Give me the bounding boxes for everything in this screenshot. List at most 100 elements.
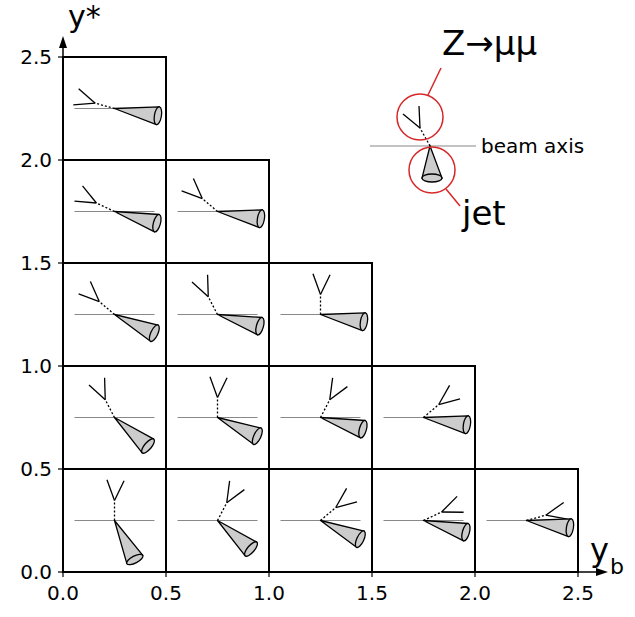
tick-label: 2.5	[20, 47, 52, 67]
tick-label: 1.5	[20, 253, 52, 273]
bin-cell	[269, 366, 372, 469]
bin-cell	[166, 469, 269, 572]
muon-track	[210, 377, 218, 398]
callout-label: Z→μμ	[442, 26, 537, 60]
x-tick	[62, 572, 63, 577]
bin-cell	[269, 469, 372, 572]
jet-cone-end	[140, 437, 157, 455]
bin-cell	[63, 160, 166, 263]
jet-cone-end	[357, 420, 369, 439]
z-boson-line	[114, 501, 115, 521]
z-boson-line	[202, 199, 217, 212]
muon-track	[227, 481, 230, 503]
bin-cell	[166, 366, 269, 469]
bin-cell	[166, 160, 269, 263]
z-boson-line	[208, 297, 217, 315]
muon-track	[546, 502, 564, 515]
beam-axis-line	[370, 145, 476, 146]
z-boson-line	[217, 398, 218, 418]
jet-cone-end	[250, 427, 264, 446]
y-axis-arrowhead	[59, 36, 67, 48]
axis-title: y*	[68, 2, 101, 32]
z-boson-line	[424, 512, 442, 521]
jet-cone-end	[353, 530, 367, 549]
bin-cell	[269, 263, 372, 366]
muon-track	[227, 490, 245, 503]
jet-leader-line	[446, 189, 460, 206]
z-boson-line	[99, 302, 114, 315]
x-tick	[268, 572, 269, 577]
axis-subscript: b	[610, 556, 624, 578]
z-boson-line	[420, 128, 430, 146]
z-boson-line	[320, 295, 321, 315]
z-boson-line	[321, 400, 330, 418]
jet-cone	[115, 107, 160, 125]
muon-track	[74, 201, 96, 203]
y-tick	[58, 365, 63, 366]
tick-label: 2.0	[20, 150, 52, 170]
muon-track	[313, 274, 321, 295]
x-axis	[63, 571, 600, 573]
tick-label: 2.0	[459, 583, 491, 603]
z-boson-line	[218, 503, 227, 521]
bin-cell	[63, 366, 166, 469]
muon-track	[218, 378, 228, 398]
callout-label: jet	[462, 196, 506, 230]
muon-track	[336, 488, 347, 507]
jet-cone	[422, 146, 442, 178]
jet-cone-end	[422, 174, 442, 182]
jet-cone-end	[256, 209, 266, 228]
jet-cone-end	[460, 523, 472, 542]
jet-cone	[527, 519, 572, 537]
jet-cone-end	[153, 106, 163, 125]
x-axis-arrowhead	[596, 568, 608, 576]
x-tick	[577, 572, 578, 577]
muon-track	[83, 186, 97, 203]
y-tick	[58, 571, 63, 572]
muon-track	[73, 103, 95, 105]
muon-track	[419, 106, 420, 128]
tick-label: 2.5	[562, 583, 594, 603]
tick-label: 0.0	[47, 583, 79, 603]
y-tick	[58, 262, 63, 263]
muon-track	[207, 275, 209, 297]
bin-cell	[63, 263, 166, 366]
muon-track	[442, 496, 457, 512]
muon-track	[403, 114, 420, 128]
z-highlight-circle	[397, 94, 443, 140]
z-boson-line	[95, 103, 114, 108]
y-tick	[58, 56, 63, 57]
tick-label: 1.0	[20, 356, 52, 376]
muon-track	[439, 385, 450, 404]
bin-cell	[63, 469, 166, 572]
jet-highlight-circle	[409, 147, 455, 193]
tick-label: 1.0	[253, 583, 285, 603]
muon-track	[107, 480, 115, 501]
muon-track	[442, 511, 464, 513]
z-boson-line	[321, 508, 336, 521]
z-leader-line	[428, 68, 441, 95]
muon-track	[79, 89, 96, 103]
x-tick	[371, 572, 372, 577]
bin-cell	[166, 263, 269, 366]
z-boson-line	[424, 405, 439, 418]
x-tick	[474, 572, 475, 577]
tick-label: 1.5	[356, 583, 388, 603]
muon-track	[192, 282, 208, 297]
tick-label: 0.5	[150, 583, 182, 603]
z-boson-line	[96, 203, 114, 212]
bin-cell	[475, 469, 578, 572]
muon-track	[104, 378, 106, 400]
jet-cone-end	[147, 324, 161, 343]
bin-cell	[372, 366, 475, 469]
muon-track	[330, 387, 348, 400]
jet-cone-end	[254, 317, 266, 336]
jet-cone-end	[125, 552, 144, 567]
jet-cone-end	[359, 312, 369, 331]
jet-cone	[321, 313, 366, 331]
bin-cell	[63, 57, 166, 160]
muon-track	[321, 275, 331, 295]
muon-track	[115, 481, 125, 501]
